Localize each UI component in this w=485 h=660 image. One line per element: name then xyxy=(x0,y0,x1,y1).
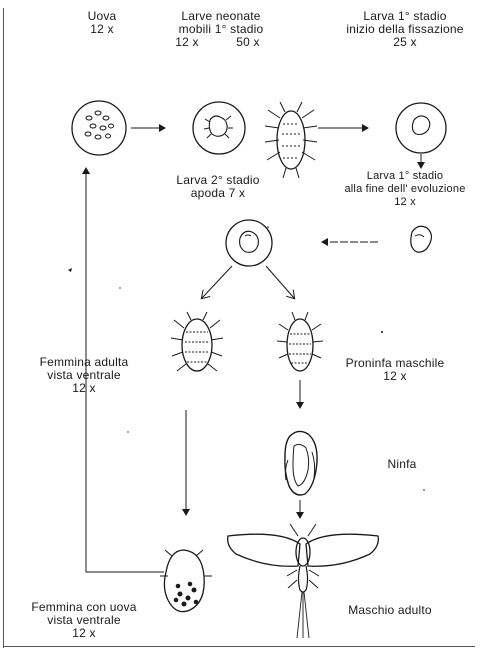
arrow-second-to-pronymph xyxy=(266,266,294,298)
nymph-icon xyxy=(285,431,317,495)
second-stage-larva-circle-icon xyxy=(226,220,272,266)
adult-female-icon xyxy=(171,312,223,371)
arrow-female-to-eggs xyxy=(86,168,164,572)
arrow-second-to-female xyxy=(202,266,232,298)
female-with-eggs-icon xyxy=(160,550,212,612)
eggs-circle-icon xyxy=(72,101,126,155)
mobile-larva-detail-icon xyxy=(265,102,317,178)
mobile-larva-circle-icon xyxy=(193,102,245,154)
fixation-larva-circle-icon xyxy=(396,103,446,153)
late-larva-icon xyxy=(411,226,432,252)
male-pronymph-icon xyxy=(277,312,323,371)
adult-male-icon xyxy=(228,524,379,638)
